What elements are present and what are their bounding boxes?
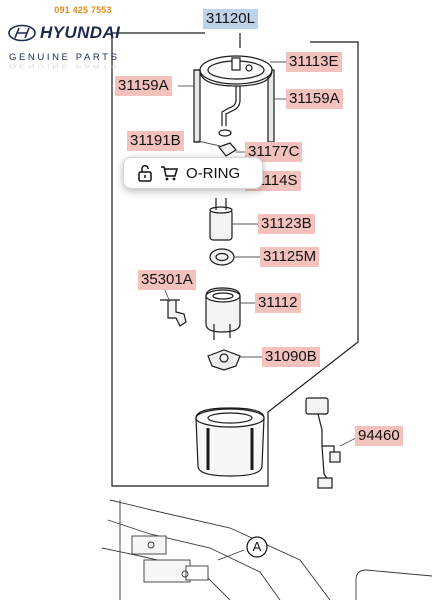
ref-circle-a (246, 536, 268, 558)
reservoir-cup-drawing (205, 287, 241, 340)
rod-right-strip (267, 69, 275, 143)
assembly-label-31120L[interactable]: 31120L (203, 9, 258, 29)
regulator-drawing (207, 349, 241, 371)
brand-tagline: GENUINE PARTS (9, 52, 120, 63)
part-label-31159A-right[interactable]: 31159A (286, 89, 343, 109)
part-label-31112[interactable]: 31112 (255, 293, 301, 313)
filter-ring-drawing (209, 248, 235, 266)
part-label-31113E[interactable]: 31113E (286, 52, 342, 72)
part-label-35301A[interactable]: 35301A (138, 270, 196, 290)
part-label-31123B[interactable]: 31123B (258, 214, 315, 234)
part-label-31125M[interactable]: 31125M (260, 247, 320, 267)
oring-small-drawing (218, 129, 232, 137)
hyundai-logo-icon (8, 24, 36, 42)
module-bowl-drawing (195, 407, 265, 477)
brand-logo: HYUNDAI (8, 22, 120, 44)
sender-clip-drawing (160, 299, 187, 327)
pump-flange-drawing (199, 55, 273, 126)
vehicle-underbody-drawing (101, 499, 432, 600)
cart-icon[interactable] (160, 164, 178, 182)
assembly-boundary (111, 33, 359, 487)
clip-drawing (218, 142, 237, 157)
fuel-gauge-sender-drawing (305, 397, 341, 489)
popup-part-name[interactable]: O-RING (186, 164, 241, 182)
rod-left-strip (193, 69, 201, 143)
reference-marker: A (252, 539, 262, 554)
pump-motor-drawing (209, 198, 233, 241)
part-label-31191B[interactable]: 31191B (127, 131, 184, 151)
dealer-phone: 091 425 7553 (54, 5, 112, 15)
part-label-31090B[interactable]: 31090B (262, 347, 320, 367)
brand-tagline-reflection: GENUINE PARTS (9, 62, 120, 69)
part-label-94460[interactable]: 94460 (355, 426, 403, 446)
brand-name: HYUNDAI (40, 23, 121, 42)
part-popup[interactable]: O-RING (123, 157, 263, 189)
part-label-31177C[interactable]: 31177C (245, 142, 303, 162)
part-label-31159A-left[interactable]: 31159A (115, 76, 172, 96)
unlock-icon[interactable] (136, 164, 154, 182)
